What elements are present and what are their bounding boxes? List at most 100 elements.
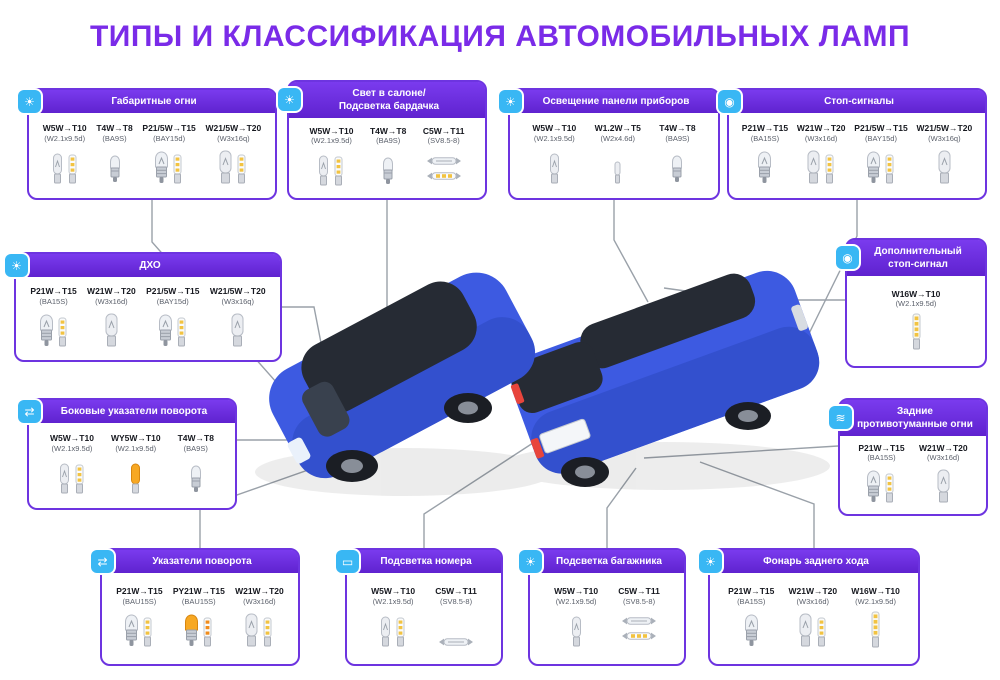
lamp-entry: W16W→T10(W2.1x9.5d) [891, 288, 941, 351]
lamp-entry: W21W→T20(W3x16d) [797, 123, 846, 185]
lamp-entry: W5W→T10(W2.1x9.5d) [371, 586, 415, 648]
lamp-name: W21W→T20 [796, 123, 846, 134]
lamp-bulb-images [39, 310, 69, 348]
lamp-name: C5W→T11 [422, 125, 465, 136]
trunk-light-icon: ☀ [519, 550, 542, 573]
lamp-bulb-images [244, 610, 274, 648]
lamp-row: P21W→T15(BA15S) W21W→T20(W3x16d) W16W→T10(… [710, 573, 918, 664]
lamp-bulb-images [621, 610, 657, 648]
lamp-bulb-images [109, 147, 121, 185]
lamp-socket: (W3x16d) [95, 296, 128, 306]
front-car [269, 272, 536, 482]
lamp-entry: T4W→T8(BA9S) [178, 433, 214, 495]
lamp-name: W21/5W→T20 [916, 123, 973, 134]
lamp-bulb-images [58, 457, 86, 495]
lamp-name: W5W→T10 [371, 586, 416, 597]
lamp-entry: W5W→T10(W2.1x9.5d) [554, 586, 598, 648]
lamp-name: C5W→T11 [618, 586, 660, 597]
lamp-socket: (BA15S) [750, 133, 780, 143]
lamp-socket: (BA15S) [39, 296, 68, 306]
lamp-row: W5W→T10(W2.1x9.5d) W1.2W→T5(W2x4.6d) T4W→T… [510, 113, 718, 198]
lamp-socket: (BA15S) [737, 596, 766, 606]
drl-icon: ☀ [5, 254, 28, 277]
box-title: Подсветка номера [347, 550, 501, 573]
lamp-row: P21W→T15(BA15S)W21W→T20(W3x16d)P21/5W→T1… [16, 277, 280, 360]
lamp-entry: W21W→T20(W3x16d) [919, 443, 968, 505]
lamp-entry: C5W→T11(SV8.5-8) [422, 125, 465, 188]
lamp-entry: WY5W→T10(W2.1x9.5d) [111, 433, 161, 495]
lamp-bulb-images [806, 147, 836, 185]
lamp-bulb-images [613, 147, 622, 185]
lamp-socket: (SV8.5-8) [622, 596, 656, 606]
page-title: ТИПЫ И КЛАССИФИКАЦИЯ АВТОМОБИЛЬНЫХ ЛАМП [89, 20, 911, 53]
lamp-name: W21W→T20 [918, 442, 968, 453]
lamp-entry: W21W→T20(W3x16d) [788, 586, 837, 648]
brake-light-icon: ◉ [718, 90, 741, 113]
lamp-entry: W5W→T10(W2.1x9.5d) [532, 123, 576, 185]
lamp-entry: W21W→T20(W3x16d) [235, 586, 284, 648]
lamp-entry: W1.2W→T5(W2x4.6d) [595, 123, 641, 185]
box-title: Габаритные огни [29, 90, 275, 113]
lamp-bulb-images [184, 610, 214, 648]
lamp-bulb-images [426, 149, 462, 187]
lamp-row: P21W→T15(BA15S)W21W→T20(W3x16d) P21/5W→T1… [729, 113, 985, 198]
lamp-socket: (W2.1x9.5d) [311, 136, 352, 146]
box-title: Стоп-сигналы [729, 90, 985, 113]
lamp-name: P21W→T15 [30, 286, 77, 297]
lamp-entry: W16W→T10(W2.1x9.5d) [851, 586, 900, 648]
lamp-name: P21W→T15 [116, 586, 163, 597]
lamp-socket: (BAU15S) [181, 596, 216, 606]
lamp-entry: T4W→T8(BA9S) [659, 123, 696, 185]
lamp-socket: (W2.1x9.5d) [895, 299, 937, 309]
lamp-bulb-images [438, 610, 474, 648]
rear-fog-icon: ≋ [829, 406, 852, 429]
box-title: Указатели поворота [102, 550, 298, 573]
lamp-name: W16W→T10 [891, 288, 941, 299]
lamp-bulb-images [51, 147, 79, 185]
lamp-name: W21/5W→T20 [205, 123, 262, 134]
lamp-bulb-images [382, 149, 394, 187]
lamp-bulb-images [744, 610, 759, 648]
lamp-row: W5W→T10(W2.1x9.5d)T4W→T8(BA9S)P21/5W→T15… [29, 113, 275, 198]
lamp-name: T4W→T8 [659, 123, 696, 134]
lamp-socket: (W2.1x9.5d) [44, 133, 86, 143]
lamp-entry: P21W→T15(BA15S) [728, 586, 774, 648]
lamp-name: P21/5W→T15 [854, 123, 908, 134]
lamp-bulb-images [190, 457, 202, 495]
lamp-entry: T4W→T8(BA9S) [370, 126, 406, 188]
lamp-entry: P21W→T15(BA15S) [742, 123, 788, 185]
parking-light-icon: ☀ [18, 90, 41, 113]
lamp-socket: (BA9S) [665, 133, 690, 143]
lamp-entry: T4W→T8(BA9S) [96, 123, 133, 185]
lamp-row: P21W→T15(BA15S) W21W→T20(W3x16d) [840, 436, 986, 514]
lamp-name: W5W→T10 [42, 123, 87, 134]
lamp-socket: (BA15S) [867, 453, 896, 463]
lamp-name: P21W→T15 [858, 442, 905, 453]
lamp-bulb-images [548, 147, 561, 185]
lamp-bulb-images [230, 310, 245, 348]
lamp-bulb-images [671, 147, 683, 185]
lamp-bulb-images [936, 466, 951, 504]
lamp-bulb-images [757, 147, 772, 185]
lamp-bulb-images [218, 147, 248, 185]
lamp-name: W21W→T20 [87, 286, 136, 297]
lamp-socket: (SV8.5-8) [427, 136, 460, 146]
turn-signal-icon: ⇄ [91, 550, 114, 573]
lamp-bulb-images [154, 147, 184, 185]
lamp-socket: (W2.1x9.5d) [115, 443, 157, 453]
lamp-bulb-images [866, 147, 896, 185]
lamp-bulb-images [937, 147, 952, 185]
lamp-bulb-images [869, 610, 882, 648]
lamp-socket: (BA9S) [102, 133, 127, 143]
lamp-socket: (SV8.5-8) [439, 596, 473, 606]
box-title: Свет в салоне/ Подсветка бардачка [289, 82, 485, 118]
lamp-entry: PY21W→T15(BAU15S) [173, 586, 225, 648]
